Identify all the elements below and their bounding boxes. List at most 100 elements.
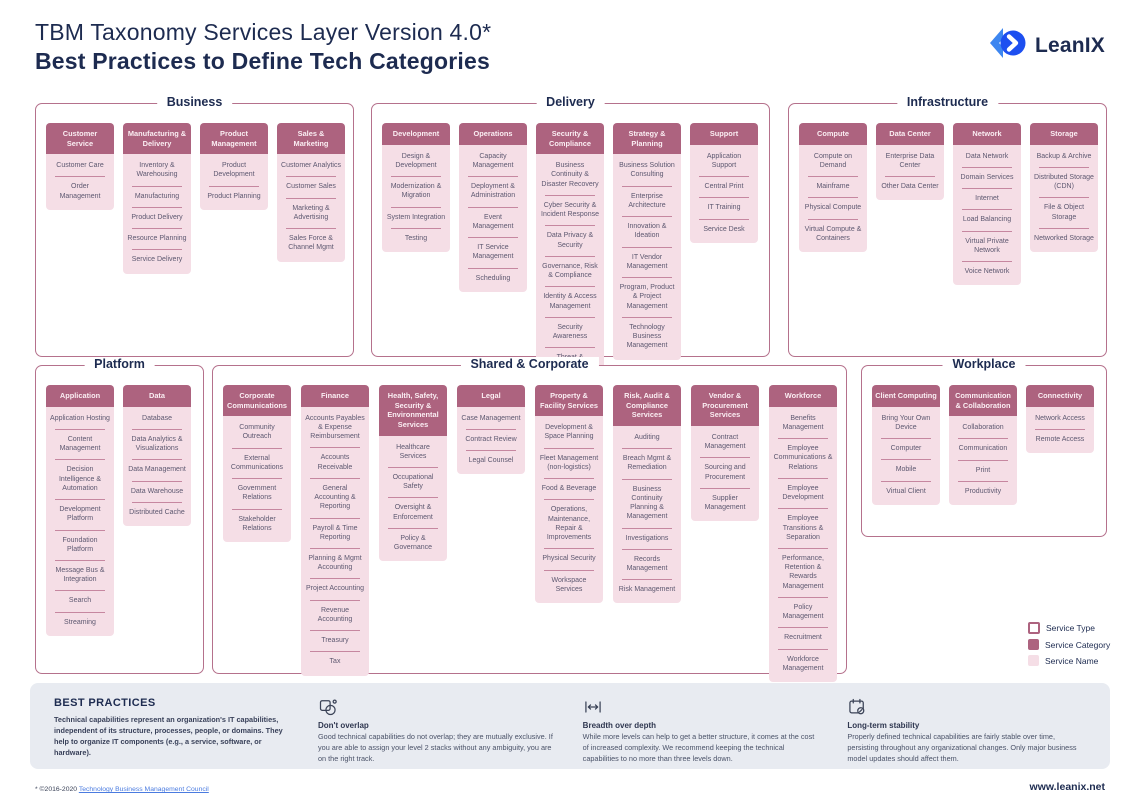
service-name: Occupational Safety: [379, 466, 447, 497]
service-name: Workspace Services: [535, 569, 603, 600]
legend-swatch-name: [1028, 655, 1039, 666]
service-name: Content Management: [46, 428, 114, 459]
service-name: Technology Business Management: [613, 316, 681, 357]
service-name: Recruitment: [769, 627, 837, 648]
service-category-header: Compute: [799, 123, 867, 145]
section-title: Workplace: [942, 357, 1026, 371]
service-category-header: Storage: [1030, 123, 1098, 145]
legend-item: Service Name: [1028, 655, 1110, 666]
service-name: Networked Storage: [1030, 227, 1098, 249]
service-category-header: Security & Compliance: [536, 123, 604, 155]
copyright-note: * ©2016-2020 Technology Business Managem…: [35, 786, 209, 793]
service-name-list: Accounts Payables & Expense Reimbursemen…: [301, 406, 369, 676]
website-url: www.leanix.net: [1029, 781, 1105, 793]
service-category-header: Operations: [459, 123, 527, 145]
service-category-header: Legal: [457, 385, 525, 407]
service-name: IT Vendor Management: [613, 246, 681, 277]
service-name: Project Accounting: [301, 578, 369, 599]
title-line2: Best Practices to Define Tech Categories: [35, 47, 490, 74]
service-name: Data Warehouse: [123, 480, 191, 502]
service-name: Deployment & Administration: [459, 176, 527, 206]
service-category-header: Data: [123, 385, 191, 407]
legend-item: Service Type: [1028, 622, 1110, 634]
service-name: Planning & Mgmt Accounting: [301, 547, 369, 578]
service-name: Auditing: [634, 433, 660, 441]
service-name: Stakeholder Relations: [223, 508, 291, 539]
service-type-column: Health, Safety, Security & Environmental…: [379, 385, 447, 562]
service-name: Employee Development: [769, 477, 837, 508]
service-name: File & Object Storage: [1030, 197, 1098, 227]
service-name: Modernization & Migration: [382, 176, 450, 206]
best-practices-intro-text: Technical capabilities represent an orga…: [54, 715, 283, 757]
service-name: Event Management: [459, 206, 527, 237]
tip-title: Long-term stability: [847, 721, 920, 730]
service-category-header: Application: [46, 385, 114, 407]
leanix-logo: LeanIX: [989, 28, 1105, 63]
service-name: Customer Sales: [277, 176, 345, 197]
service-category-header: Finance: [301, 385, 369, 407]
service-name: Operations, Maintenance, Repair & Improv…: [535, 499, 603, 548]
service-name: Records Management: [613, 548, 681, 579]
service-category-header: Customer Service: [46, 123, 114, 155]
service-name: Design & Development: [395, 152, 437, 169]
service-name: Business Solution Consulting: [619, 162, 675, 179]
tip-title: Don't overlap: [318, 721, 369, 730]
service-name: Distributed Cache: [123, 501, 191, 523]
service-name: Compute on Demand: [813, 152, 853, 169]
service-category-header: Client Computing: [872, 385, 940, 407]
service-name: Customer Care: [56, 162, 104, 170]
service-name: Sourcing and Procurement: [691, 457, 759, 487]
service-name: Internet: [953, 188, 1021, 209]
service-name: Accounts Receivable: [301, 447, 369, 477]
service-name: Sales Force & Channel Mgmt: [277, 228, 345, 258]
service-name: Product Planning: [200, 185, 268, 207]
service-name: Inventory & Warehousing: [136, 162, 178, 179]
service-name: IT Training: [690, 197, 758, 218]
service-name: Product Delivery: [123, 206, 191, 228]
breadth-icon: [583, 697, 603, 717]
service-name: Enterprise Architecture: [613, 185, 681, 216]
service-category-header: Risk, Audit & Compliance Services: [613, 385, 681, 426]
legend-label: Service Category: [1045, 639, 1111, 650]
service-name: Government Relations: [223, 478, 291, 508]
service-category-header: Communication & Collaboration: [949, 385, 1017, 417]
service-name: Message Bus & Integration: [46, 559, 114, 590]
tbm-council-link[interactable]: Technology Business Management Council: [78, 786, 209, 793]
service-name: Innovation & Ideation: [613, 216, 681, 246]
service-category-header: Development: [382, 123, 450, 145]
service-category-header: Corporate Communications: [223, 385, 291, 417]
service-name: Order Management: [46, 176, 114, 206]
service-name: Investigations: [613, 527, 681, 549]
service-name: Bring Your Own Device: [881, 414, 931, 431]
service-name: Accounts Payables & Expense Reimbursemen…: [305, 414, 365, 441]
service-name: Voice Network: [953, 261, 1021, 282]
service-category-header: Vendor & Procurement Services: [691, 385, 759, 426]
service-name: Performance, Retention & Rewards Managem…: [769, 547, 837, 597]
service-name: Mobile: [872, 459, 940, 480]
service-name: Scheduling: [459, 267, 527, 289]
service-name: Load Balancing: [953, 209, 1021, 230]
